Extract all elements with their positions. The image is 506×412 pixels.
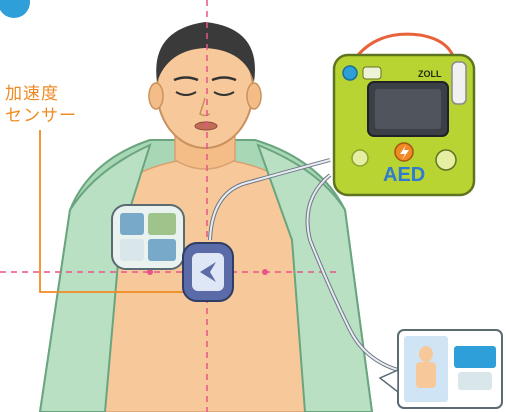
pediatric-button-icon [436, 150, 456, 170]
mouth [195, 122, 217, 130]
ear-left [149, 83, 163, 109]
acceleration-sensor-callout: 加速度 センサー [5, 83, 101, 127]
electrode-pad [112, 205, 184, 269]
ear-right [247, 83, 261, 109]
aed-brand-text: ZOLL [418, 69, 442, 79]
guide-marker-right [262, 269, 268, 275]
pad-package [380, 330, 502, 408]
callout-line-1: 加速度 [5, 83, 101, 105]
callout-line-2: センサー [5, 105, 101, 127]
aed-cable-holder [452, 62, 466, 104]
aed-status-indicator [363, 67, 381, 79]
corner-badge [0, 0, 30, 18]
aed-status-light-icon [352, 150, 368, 166]
acceleration-sensor [183, 243, 233, 301]
aed-info-icon [343, 66, 357, 80]
aed-label-text: AED [383, 164, 425, 186]
